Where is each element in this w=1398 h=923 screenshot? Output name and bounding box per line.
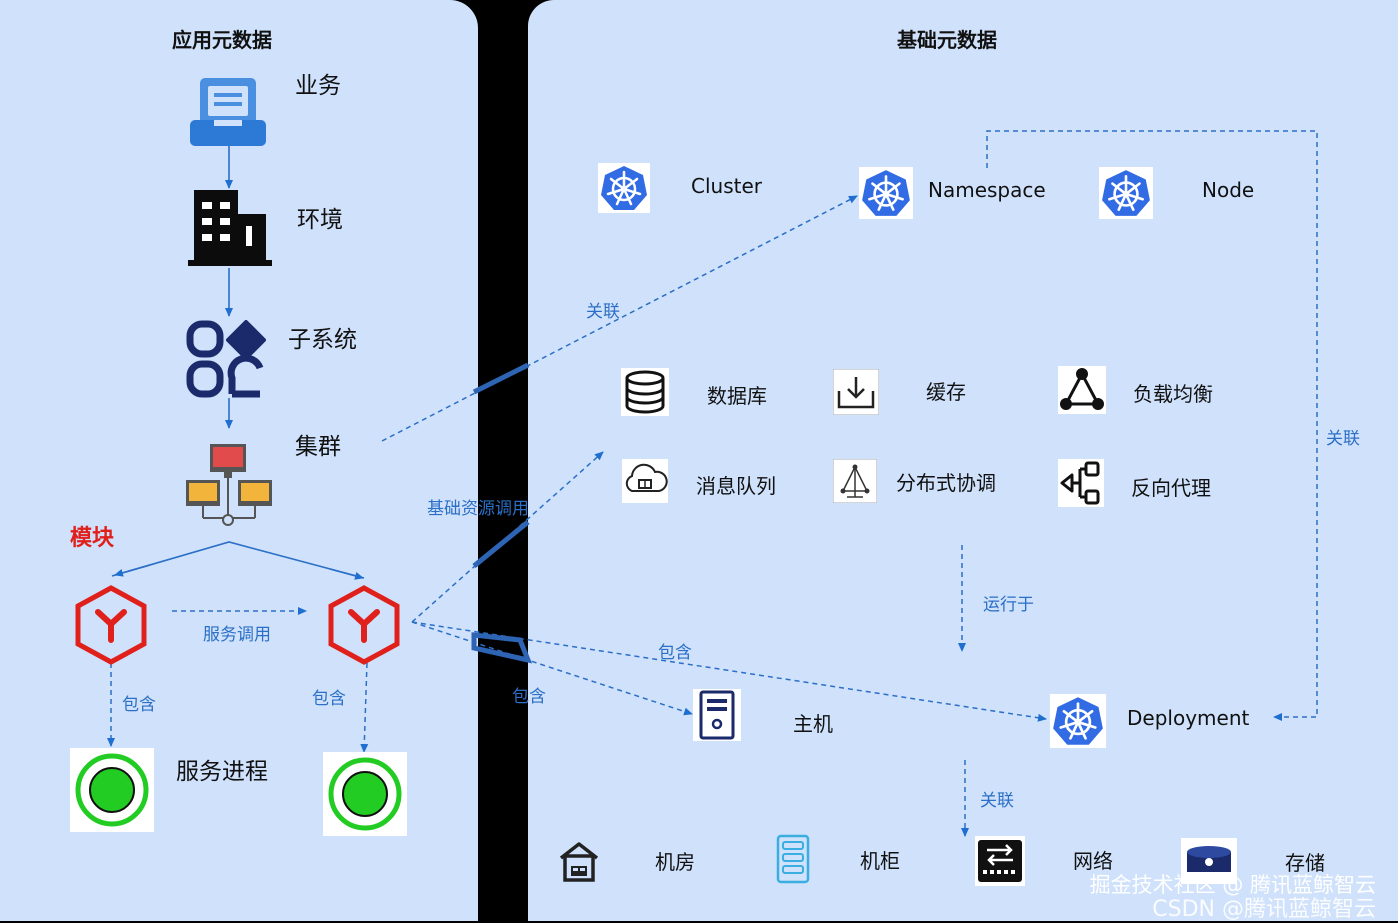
cache-download-icon: [833, 369, 879, 415]
reverse-proxy-label: 反向代理: [1131, 476, 1211, 500]
message-queue-label: 消息队列: [696, 474, 776, 498]
gap-link-3: [471, 632, 533, 664]
gap-link-1: [472, 362, 530, 395]
watermark-csdn: CSDN @腾讯蓝鲸智云: [1152, 897, 1376, 922]
service-process-icon-right: [323, 752, 407, 836]
business-icon: [190, 78, 266, 146]
host-server-icon: [693, 689, 741, 741]
edge-module-process-right: [360, 662, 369, 753]
contain-label-left: 包含: [122, 695, 156, 715]
edge-namespace-deployment: [986, 130, 1318, 721]
cabinet-label: 机柜: [860, 849, 900, 873]
arrow-module-right: [329, 568, 364, 580]
edge-contain-host: [411, 621, 693, 716]
module-icon-left: [75, 585, 147, 665]
cluster-label: 集群: [295, 434, 341, 460]
base-resource-call-label: 基础资源调用: [427, 499, 529, 519]
deployment-label: Deployment: [1127, 706, 1250, 730]
edge-cluster-modules: [111, 541, 365, 579]
associate-label-cluster: 关联: [586, 302, 620, 322]
storage-label: 存储: [1285, 851, 1325, 875]
associate-label-namespace: 关联: [1326, 429, 1360, 449]
machine-room-icon: [559, 842, 599, 882]
business-label: 业务: [295, 73, 341, 99]
base-metadata-panel: [528, 0, 1398, 921]
service-process-label: 服务进程: [176, 759, 268, 785]
contain-label-right: 包含: [312, 689, 346, 709]
app-metadata-title: 应用元数据: [172, 28, 272, 52]
service-process-icon-left: [70, 748, 154, 832]
runs-on-label: 运行于: [983, 595, 1034, 615]
associate-label-infra: 关联: [980, 791, 1014, 811]
load-balance-icon: [1058, 366, 1106, 414]
edge-contain-deployment: [411, 621, 1047, 722]
subsystem-label: 子系统: [288, 327, 357, 353]
message-queue-icon: [622, 459, 668, 503]
cluster-k8s-label: Cluster: [691, 174, 762, 198]
contain-label-host: 包含: [512, 687, 546, 707]
gap-link-2: [472, 520, 530, 568]
environment-label: 环境: [297, 207, 343, 233]
database-icon: [621, 368, 669, 416]
namespace-label: Namespace: [928, 178, 1046, 202]
contain-label-deployment: 包含: [658, 643, 692, 663]
watermark-juejin: 掘金技术社区 @ 腾讯蓝鲸智云: [1089, 873, 1376, 897]
subsystem-icon: [186, 320, 266, 398]
edge-cluster-namespace: [381, 195, 858, 442]
load-balance-label: 负载均衡: [1133, 382, 1213, 406]
network-switch-icon: [975, 836, 1025, 886]
storage-icon: [1181, 838, 1237, 884]
database-label: 数据库: [707, 384, 767, 408]
service-call-label: 服务调用: [203, 625, 271, 645]
module-label: 模块: [70, 526, 115, 551]
machine-room-label: 机房: [655, 850, 695, 874]
arrow-module-left: [114, 564, 151, 577]
cabinet-icon: [776, 834, 810, 884]
cluster-network-icon: [186, 444, 272, 526]
node-label: Node: [1202, 178, 1255, 202]
k8s-namespace-icon: [859, 167, 913, 219]
module-icon-right: [328, 585, 400, 665]
reverse-proxy-icon: [1058, 459, 1104, 507]
cache-label: 缓存: [926, 380, 966, 404]
host-label: 主机: [793, 712, 833, 736]
base-metadata-title: 基础元数据: [897, 28, 997, 52]
k8s-node-icon: [1098, 167, 1154, 219]
distributed-coord-label: 分布式协调: [896, 471, 996, 495]
k8s-cluster-icon: [598, 163, 650, 213]
k8s-deployment-icon: [1049, 694, 1107, 748]
environment-building-icon: [188, 190, 272, 266]
network-label: 网络: [1073, 849, 1113, 873]
distributed-coord-icon: [833, 459, 877, 503]
